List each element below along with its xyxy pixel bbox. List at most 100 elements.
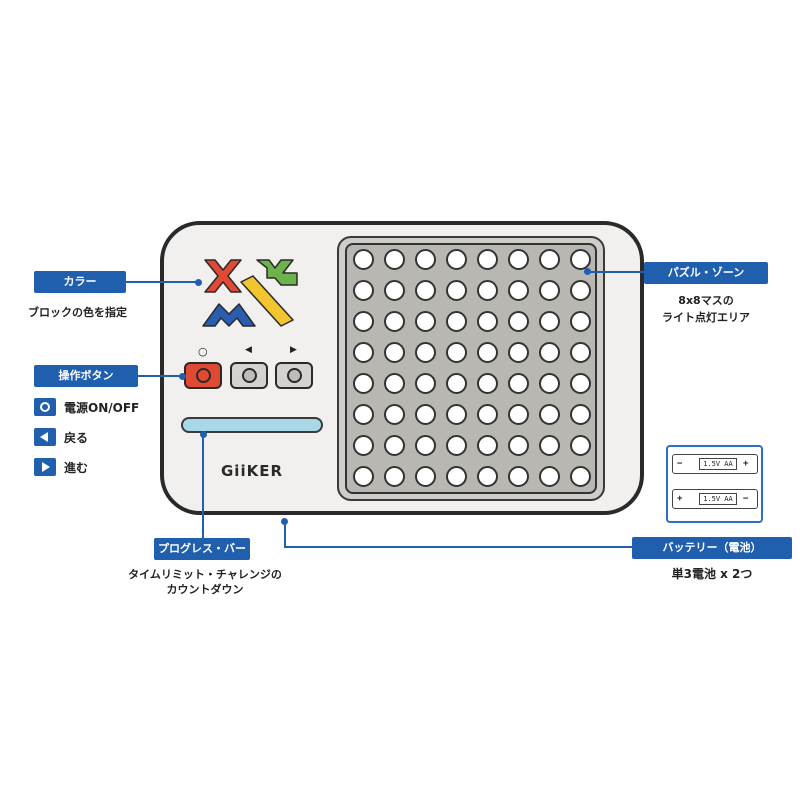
led-cell <box>508 311 529 332</box>
back-button-dot <box>242 368 257 383</box>
buttons-connector <box>138 375 182 377</box>
led-cell <box>353 373 374 394</box>
led-cell <box>539 373 560 394</box>
led-cell <box>353 435 374 456</box>
legend-back-text: 戻る <box>64 431 89 445</box>
led-cell <box>384 280 405 301</box>
led-cell <box>384 249 405 270</box>
led-cell <box>477 466 498 487</box>
led-cell <box>446 311 467 332</box>
led-cell <box>508 373 529 394</box>
puzzle-zone <box>345 243 597 494</box>
buttons-pin <box>179 373 186 380</box>
power-button-dot <box>196 368 211 383</box>
led-cell <box>477 249 498 270</box>
led-cell <box>508 342 529 363</box>
battery-compartment: − 1.5V AA + + 1.5V AA − <box>666 445 763 523</box>
led-cell <box>570 342 591 363</box>
led-cell <box>477 311 498 332</box>
led-cell <box>539 404 560 425</box>
led-cell <box>539 435 560 456</box>
led-cell <box>384 342 405 363</box>
led-cell <box>446 435 467 456</box>
power-icon <box>34 398 56 416</box>
led-cell <box>384 435 405 456</box>
led-cell <box>508 280 529 301</box>
led-cell <box>415 249 436 270</box>
forward-button[interactable] <box>275 362 313 389</box>
led-cell <box>539 342 560 363</box>
power-button[interactable] <box>184 362 222 389</box>
back-icon <box>34 428 56 446</box>
forward-button-dot <box>287 368 302 383</box>
legend-forward-text: 進む <box>64 461 89 475</box>
progress-tag: プログレス・バー <box>154 538 250 560</box>
led-cell <box>477 342 498 363</box>
led-cell <box>415 435 436 456</box>
led-cell <box>570 435 591 456</box>
forward-mark: ▶ <box>290 345 297 355</box>
led-cell <box>570 311 591 332</box>
led-cell <box>353 342 374 363</box>
led-cell <box>415 311 436 332</box>
led-cell <box>415 404 436 425</box>
back-mark: ◀ <box>245 345 252 355</box>
color-pin <box>195 279 202 286</box>
led-cell <box>353 466 374 487</box>
battery-cell-2: + 1.5V AA − <box>672 489 758 509</box>
progress-bar <box>181 417 323 433</box>
led-cell <box>446 249 467 270</box>
led-cell <box>415 280 436 301</box>
led-cell <box>446 342 467 363</box>
color-desc: ブロックの色を指定 <box>28 306 127 319</box>
led-cell <box>446 466 467 487</box>
led-cell <box>508 435 529 456</box>
led-cell <box>570 280 591 301</box>
color-tag: カラー <box>34 271 126 293</box>
color-logo-icon <box>202 259 298 327</box>
puzzle-desc-line1: 8x8マスの <box>678 294 734 307</box>
led-cell <box>539 311 560 332</box>
led-cell <box>508 249 529 270</box>
led-cell <box>570 373 591 394</box>
led-cell <box>539 466 560 487</box>
battery-cell-1-label: 1.5V AA <box>699 458 737 470</box>
led-cell <box>446 404 467 425</box>
led-cell <box>384 466 405 487</box>
led-cell <box>353 311 374 332</box>
progress-connector <box>202 434 204 538</box>
battery-desc: 単3電池 x 2つ <box>671 567 753 581</box>
power-mark: ○ <box>198 345 208 358</box>
battery-tag: バッテリー（電池） <box>632 537 792 559</box>
battery-cell-1: − 1.5V AA + <box>672 454 758 474</box>
progress-desc-line1: タイムリミット・チャレンジの <box>128 568 282 581</box>
led-cell <box>539 280 560 301</box>
led-cell <box>477 280 498 301</box>
led-cell <box>477 435 498 456</box>
puzzle-desc-line2: ライト点灯エリア <box>662 311 750 324</box>
led-cell <box>570 404 591 425</box>
legend-power-text: 電源ON/OFF <box>64 401 140 415</box>
led-cell <box>477 373 498 394</box>
led-cell <box>384 404 405 425</box>
led-cell <box>353 249 374 270</box>
led-cell <box>508 404 529 425</box>
led-cell <box>446 280 467 301</box>
battery-connector-v <box>284 521 286 548</box>
forward-icon <box>34 458 56 476</box>
battery-cell-2-label: 1.5V AA <box>699 493 737 505</box>
back-button[interactable] <box>230 362 268 389</box>
led-cell <box>384 311 405 332</box>
led-cell <box>477 404 498 425</box>
led-cell <box>508 466 529 487</box>
puzzle-pin <box>584 268 591 275</box>
buttons-tag: 操作ボタン <box>34 365 138 387</box>
led-cell <box>446 373 467 394</box>
puzzle-connector <box>590 271 644 273</box>
led-cell <box>570 249 591 270</box>
led-cell <box>415 342 436 363</box>
color-connector <box>126 281 198 283</box>
battery-connector-h <box>284 546 632 548</box>
led-cell <box>353 280 374 301</box>
led-cell <box>415 373 436 394</box>
